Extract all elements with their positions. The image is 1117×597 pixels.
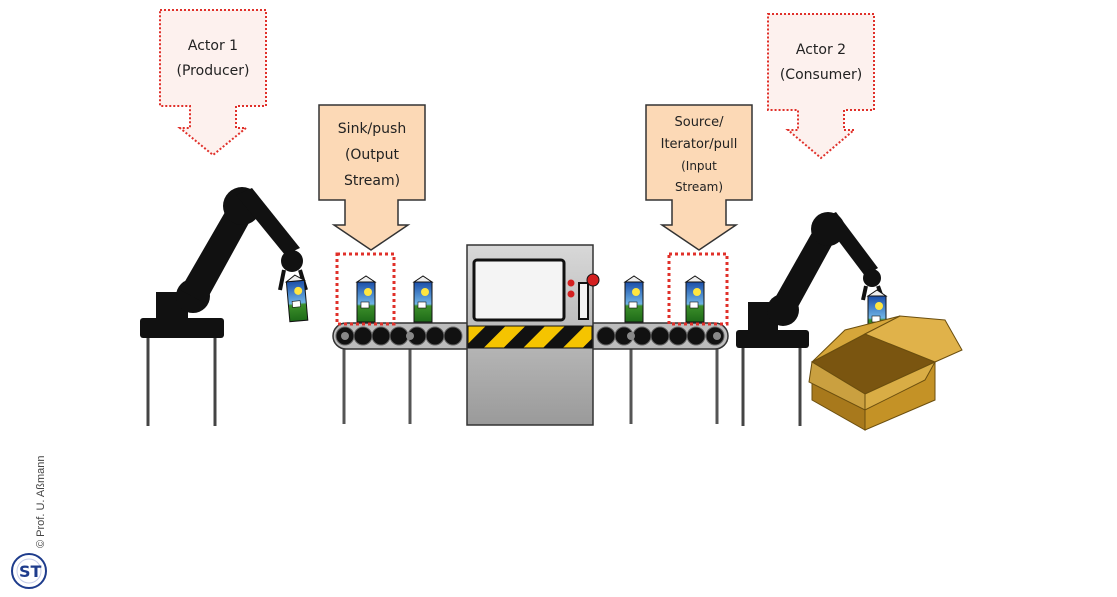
carton-belt-left [413, 275, 433, 323]
sink-label-line1: Sink/push [338, 121, 406, 137]
source-label-line1: Source/ [674, 115, 724, 130]
source-highlight [667, 252, 729, 326]
carton-sink [356, 275, 376, 323]
consumer-robot [736, 212, 885, 426]
copyright-text: © Prof. U. Aßmann [35, 456, 47, 548]
actor2-label-line1: Actor 2 [796, 42, 846, 58]
source-label-line2: Iterator/pull [661, 137, 738, 152]
processing-machine [466, 244, 600, 426]
source-label-line3: (Input [681, 159, 717, 173]
source-callout: Source/ Iterator/pull (Input Stream) [645, 104, 753, 251]
actor1-callout: Actor 1 (Producer) [159, 9, 267, 157]
carton-source [685, 275, 705, 323]
carton-held-producer [285, 273, 309, 323]
sink-callout: Sink/push (Output Stream) [318, 104, 426, 251]
actor1-label-line2: (Producer) [177, 63, 250, 79]
source-label-line4: Stream) [675, 180, 723, 194]
cardboard-box [808, 315, 963, 431]
actor2-callout: Actor 2 (Consumer) [767, 13, 875, 160]
st-logo-text: ST [19, 562, 42, 581]
carton-belt-right [624, 275, 644, 323]
actor1-label-line1: Actor 1 [188, 38, 238, 54]
sink-label-line2: (Output [345, 147, 400, 163]
actor2-label-line2: (Consumer) [780, 67, 862, 83]
sink-highlight [335, 252, 396, 326]
producer-robot [140, 187, 308, 426]
conveyor-legs [342, 346, 719, 424]
sink-label-line3: Stream) [344, 173, 400, 189]
st-logo: ST [11, 553, 47, 589]
